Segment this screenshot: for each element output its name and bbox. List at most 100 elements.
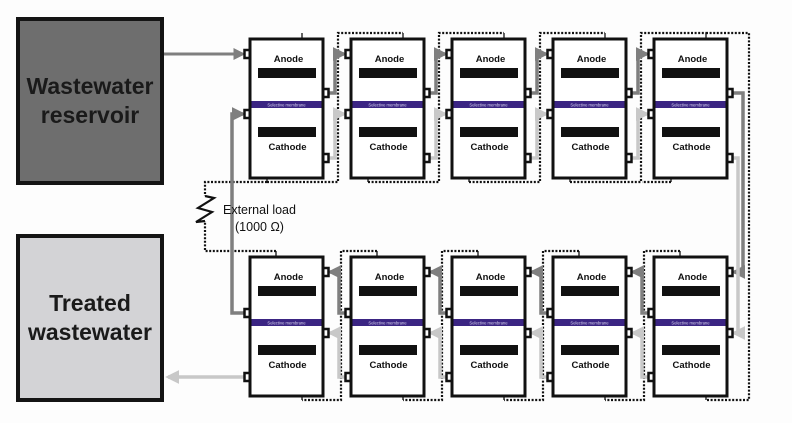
cathode-flow-arrow [428,326,446,379]
anode-label: Anode [274,54,304,65]
external-load-wire [203,180,267,196]
anode-inlet-port [627,266,633,278]
selective-membrane [251,101,322,108]
anode-outlet-port [647,307,653,319]
cell-outline [551,37,628,180]
cathode-electrode [359,345,417,355]
cathode-inlet-port [647,108,653,120]
anode-inlet-port [728,266,734,278]
selective-membrane [554,319,625,326]
anode-flow-arrow [630,265,648,315]
anode-electrode [460,286,518,296]
cathode-electrode [460,345,518,355]
cathode-label: Cathode [269,360,307,371]
cell-outline [349,37,426,180]
anode-electrode [662,286,720,296]
selective-membrane [655,319,726,326]
treated-wastewater-tank: Treated wastewater [16,234,164,402]
cell-outline [450,255,527,398]
anode-label: Anode [577,272,607,283]
anode-inlet-port [526,266,532,278]
external-load-label: External load (1000 Ω) [223,202,296,236]
external-load-title: External load [223,203,296,217]
anode-flow-arrow [531,47,549,95]
anode-electrode [662,68,720,78]
anode-inlet-port [546,48,552,60]
anode-electrode [258,286,316,296]
cathode-flow-arrow [531,107,549,160]
cathode-label: Cathode [269,142,307,153]
cathode-outlet-port [647,371,653,383]
anode-label: Anode [476,54,506,65]
anode-label: Anode [678,54,708,65]
cathode-label: Cathode [471,360,509,371]
treated-wastewater-label: Treated wastewater [27,290,152,345]
anode-electrode [561,68,619,78]
selective-membrane [352,319,423,326]
membrane-label: Selective membrane [368,320,407,325]
anode-inlet-port [647,48,653,60]
anode-inlet-port [425,266,431,278]
anode-inlet-port [445,48,451,60]
series-connection-wire [403,249,478,402]
cathode-flow-arrow [327,326,345,379]
cathode-outlet-port [526,152,532,164]
cathode-outlet-port [243,371,249,383]
cathode-label: Cathode [471,142,509,153]
membrane-label: Selective membrane [267,320,306,325]
resistor-icon [195,194,217,224]
anode-flow-arrow [428,265,446,315]
anode-outlet-port [324,87,330,99]
anode-inlet-port [243,48,249,60]
anode-outlet-port [728,87,734,99]
cathode-electrode [662,345,720,355]
anode-outlet-port [425,87,431,99]
anode-label: Anode [375,54,405,65]
cathode-inlet-port [728,327,734,339]
cathode-inlet-port [526,327,532,339]
anode-flow-arrow [529,265,547,315]
cathode-label: Cathode [370,142,408,153]
selective-membrane [453,101,524,108]
cathode-inlet-port [546,108,552,120]
anode-outlet-port [526,87,532,99]
anode-outlet-port [445,307,451,319]
wastewater-reservoir-label: Wastewater reservoir [26,73,154,128]
cathode-outlet-port [627,152,633,164]
cathode-electrode [359,127,417,137]
cathode-electrode [460,127,518,137]
cathode-outlet-port [344,371,350,383]
cathode-flow-arrow [430,107,448,160]
cell-outline [652,255,729,398]
membrane-label: Selective membrane [469,102,508,107]
selective-membrane [352,101,423,108]
cathode-flow-arrow [630,326,648,379]
cell-outline [248,37,325,180]
anode-outlet-port [344,307,350,319]
anode-label: Anode [375,272,405,283]
cathode-flow-arrow [529,326,547,379]
cathode-outlet-port [728,152,734,164]
anode-to-cathode-recirculation-arrow [230,107,246,315]
anode-outlet-port [627,87,633,99]
series-connection-wire [302,249,377,402]
anode-electrode [561,286,619,296]
anode-electrode [359,68,417,78]
cell-outline [450,37,527,180]
anode-label: Anode [476,272,506,283]
cathode-inlet-port [425,327,431,339]
cathode-crossover-arrow [731,156,746,340]
cathode-electrode [258,127,316,137]
anode-label: Anode [577,54,607,65]
wastewater-reservoir: Wastewater reservoir [16,17,164,185]
cathode-outlet-port [324,152,330,164]
external-load-value: (1000 Ω) [235,220,284,234]
membrane-label: Selective membrane [368,102,407,107]
